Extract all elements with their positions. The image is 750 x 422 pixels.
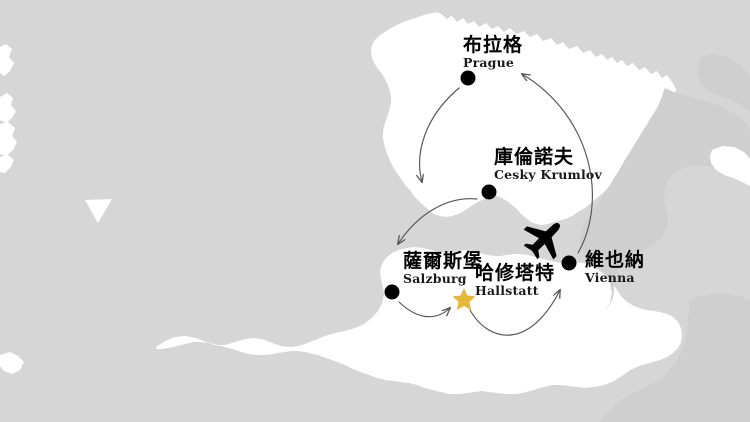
city-name-cn-cesky-krumlov: 庫倫諾夫 xyxy=(494,146,575,168)
marker-prague[interactable] xyxy=(460,70,476,86)
landmass-fragment-triangle xyxy=(85,199,112,223)
city-label-salzburg: 薩爾斯堡 Salzburg xyxy=(403,252,483,286)
city-label-hallstatt: 哈修塔特 Hallstatt xyxy=(475,264,555,298)
landmass-shading-east-1 xyxy=(710,146,750,186)
country-czech-republic-detail xyxy=(372,12,672,222)
marker-cesky-krumlov[interactable] xyxy=(481,184,497,200)
landmass-shading-northeast xyxy=(698,54,750,112)
city-name-en-prague: Prague xyxy=(463,55,515,70)
route-salzburg-to-hallstatt xyxy=(398,301,450,318)
landmass-fragment-west-4 xyxy=(0,154,14,173)
route-hallstatt-to-vienna xyxy=(469,290,560,336)
city-name-cn-salzburg: 薩爾斯堡 xyxy=(403,250,484,272)
city-label-cesky-krumlov: 庫倫諾夫 Cesky Krumlov xyxy=(494,148,602,182)
city-label-prague: 布拉格 Prague xyxy=(463,36,523,70)
route-group xyxy=(398,74,593,336)
landmass-fragment-southwest xyxy=(0,352,24,374)
marker-salzburg[interactable] xyxy=(384,284,400,300)
landmass-fragment-west-3 xyxy=(0,122,17,156)
landmass-group xyxy=(0,12,750,422)
route-vienna-to-prague xyxy=(522,74,593,254)
country-austria-west-tail xyxy=(156,247,681,394)
landmass-fragment-west-2 xyxy=(0,93,16,123)
country-hungary-shading xyxy=(600,294,750,422)
marker-vienna[interactable] xyxy=(561,255,577,271)
city-marker-group xyxy=(384,70,577,310)
route-cesky-krumlov-to-salzburg xyxy=(398,198,478,244)
city-name-cn-vienna: 維也納 xyxy=(585,249,646,271)
city-name-cn-hallstatt: 哈修塔特 xyxy=(475,262,556,284)
landmass-shading-east-2 xyxy=(558,262,612,318)
city-name-en-salzburg: Salzburg xyxy=(403,271,467,286)
marker-hallstatt-star[interactable] xyxy=(452,288,476,310)
city-name-en-hallstatt: Hallstatt xyxy=(475,283,539,298)
city-name-cn-prague: 布拉格 xyxy=(463,34,524,56)
country-slovakia-shading xyxy=(580,88,750,313)
landmass-fragment-west-1 xyxy=(0,44,14,76)
city-name-en-vienna: Vienna xyxy=(585,270,635,285)
route-prague-to-cesky-krumlov xyxy=(420,87,460,182)
airplane-icon xyxy=(523,223,560,260)
city-label-vienna: 維也納 Vienna xyxy=(585,251,645,285)
city-name-en-cesky-krumlov: Cesky Krumlov xyxy=(494,167,602,182)
